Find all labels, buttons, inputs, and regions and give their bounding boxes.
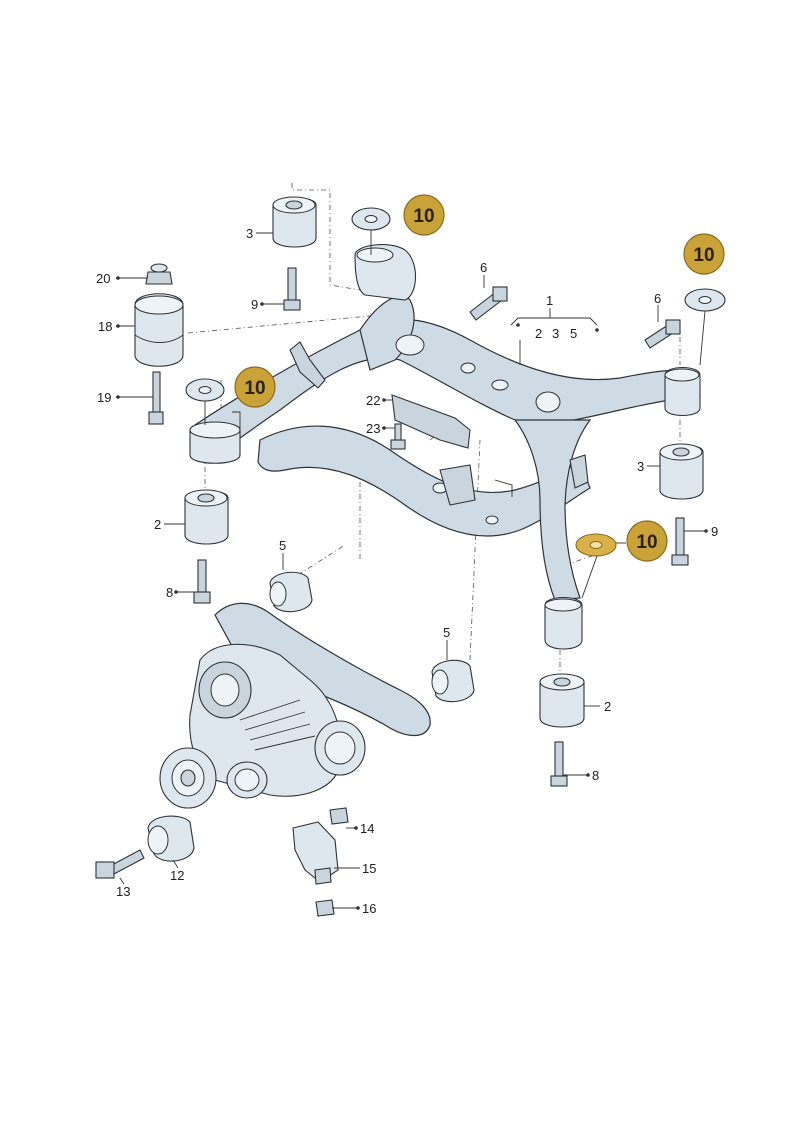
label-9-upper: 9 xyxy=(251,297,258,312)
label-3-right: 3 xyxy=(637,459,644,474)
badge-10-left: 10 xyxy=(234,366,276,408)
bracket-22 xyxy=(391,394,471,449)
label-6-left: 6 xyxy=(480,260,487,275)
badge-10-right: 10 xyxy=(683,233,725,275)
rear-subframe xyxy=(189,244,701,650)
label-9-right: 9 xyxy=(711,524,718,539)
badge-10-top: 10 xyxy=(403,194,445,236)
bushing-2-left xyxy=(184,489,229,545)
label-13: 13 xyxy=(116,884,130,899)
rear-differential xyxy=(159,602,431,809)
label-14: 14 xyxy=(360,821,374,836)
bushing-5-lower xyxy=(431,659,475,703)
label-18: 18 xyxy=(98,319,112,334)
label-6-right: 6 xyxy=(654,291,661,306)
mount-18 xyxy=(134,293,184,367)
label-16: 16 xyxy=(362,901,376,916)
bracket-15 xyxy=(292,821,339,885)
bushing-3-right xyxy=(659,443,704,500)
label-8-left: 8 xyxy=(166,585,173,600)
label-22: 22 xyxy=(366,393,380,408)
washer-10-right xyxy=(684,288,726,312)
bushing-2-right xyxy=(539,673,585,728)
assembly-guide-lines xyxy=(187,183,681,678)
label-3-group: 3 xyxy=(552,326,559,341)
label-12: 12 xyxy=(170,868,184,883)
nut-14 xyxy=(329,807,349,825)
badge-10-right-text: 10 xyxy=(693,245,714,266)
label-5-upper: 5 xyxy=(279,538,286,553)
leader-lines xyxy=(116,230,706,909)
badge-10-lower-text: 10 xyxy=(636,532,657,553)
label-1: 1 xyxy=(546,293,553,308)
label-2-left: 2 xyxy=(154,517,161,532)
bushing-5-upper xyxy=(269,571,313,613)
badge-10-left-text: 10 xyxy=(244,378,265,399)
washer-10-left xyxy=(185,378,225,402)
washer-10-top xyxy=(351,207,391,231)
bolts xyxy=(95,267,689,879)
label-20: 20 xyxy=(96,271,110,286)
badge-10-lower: 10 xyxy=(626,520,668,562)
badge-10-top-text: 10 xyxy=(413,206,434,227)
nut-16 xyxy=(315,899,335,917)
label-2-group: 2 xyxy=(535,326,542,341)
label-8-right: 8 xyxy=(592,768,599,783)
label-3-upper: 3 xyxy=(246,226,253,241)
label-5-lower: 5 xyxy=(443,625,450,640)
label-5-group: 5 xyxy=(570,326,577,341)
leader-dots xyxy=(116,276,708,910)
label-19: 19 xyxy=(97,390,111,405)
nut-20 xyxy=(145,263,173,285)
bushing-3-upper-left xyxy=(272,196,317,248)
label-15: 15 xyxy=(362,861,376,876)
washer-10-highlighted xyxy=(575,533,617,557)
bushing-12 xyxy=(147,815,195,862)
label-2-right: 2 xyxy=(604,699,611,714)
part-labels: 1 2 3 5 20 18 19 3 9 6 6 22 23 2 8 5 5 3… xyxy=(96,226,718,916)
label-23: 23 xyxy=(366,421,380,436)
